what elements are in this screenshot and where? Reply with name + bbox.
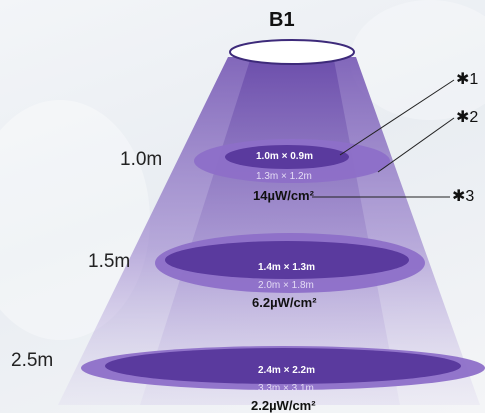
outer-size-2: 2.0m × 1.8m bbox=[258, 280, 314, 291]
leader-line-2 bbox=[377, 117, 455, 173]
leader-line-1 bbox=[339, 79, 455, 156]
outer-size-1: 1.3m × 1.2m bbox=[256, 171, 312, 182]
inner-size-3: 2.4m × 2.2m bbox=[258, 365, 315, 376]
note-marker-2: ✱2 bbox=[456, 109, 479, 126]
note-marker-1: ✱1 bbox=[456, 71, 479, 88]
inner-size-2: 1.4m × 1.3m bbox=[258, 262, 315, 273]
coverage-inner-ellipse-1 bbox=[225, 145, 349, 169]
distance-label-1: 1.0m bbox=[120, 149, 163, 170]
note-marker-3: ✱3 bbox=[452, 188, 475, 205]
distance-label-2: 1.5m bbox=[88, 251, 131, 272]
inner-size-1: 1.0m × 0.9m bbox=[256, 151, 313, 162]
irradiance-2: 6.2µW/cm² bbox=[252, 295, 317, 310]
lamp-head bbox=[229, 39, 355, 65]
diagram-title: B1 bbox=[269, 9, 295, 31]
irradiance-3: 2.2µW/cm² bbox=[251, 398, 316, 413]
coverage-inner-ellipse-2 bbox=[165, 241, 409, 279]
irradiance-1: 14µW/cm² bbox=[253, 188, 314, 203]
distance-label-3: 2.5m bbox=[11, 350, 54, 371]
background-shape bbox=[0, 100, 150, 340]
outer-size-3: 3.3m × 3.1m bbox=[258, 383, 314, 394]
background-shape bbox=[350, 0, 485, 120]
coverage-inner-ellipse-3 bbox=[105, 348, 461, 384]
